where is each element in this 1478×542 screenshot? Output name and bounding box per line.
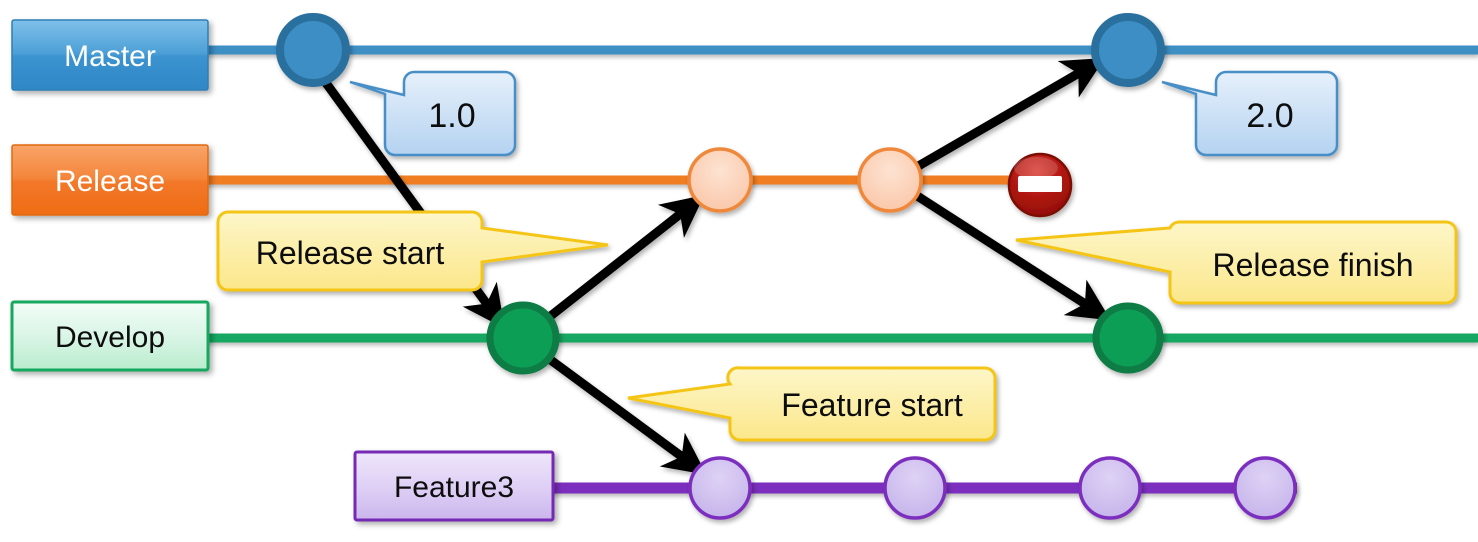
arrow-develop-to-release: [545, 194, 705, 322]
branch-label-release[interactable]: Release: [11, 144, 209, 216]
callout-feature-start-shape: [627, 366, 997, 442]
branch-label-feature3[interactable]: Feature3: [353, 450, 555, 522]
master-label-text: Master: [64, 40, 156, 73]
master-commit-node-1[interactable]: [276, 13, 350, 87]
feature3-label-box: [353, 450, 555, 522]
release-branch-deleted-icon[interactable]: [1007, 152, 1073, 218]
branch-label-master[interactable]: Master: [11, 19, 209, 91]
feature-commit-node-3[interactable]: [1078, 456, 1142, 520]
master-label-box: [11, 19, 209, 91]
callout-release-finish[interactable]: Release finish: [1015, 220, 1458, 305]
release-label-box: [11, 144, 209, 216]
feature-commit-node-2[interactable]: [883, 456, 947, 520]
develop-commit-node-2[interactable]: [1092, 302, 1164, 374]
callout-feature-start[interactable]: Feature start: [627, 366, 997, 442]
callout-release-finish-text: Release finish: [1213, 247, 1414, 283]
feature-commit-node-1[interactable]: [688, 456, 752, 520]
callout-tag-2-0[interactable]: 2.0: [1161, 70, 1339, 157]
callout-tag-1-0-shape: [349, 70, 517, 157]
develop-label-box: [10, 300, 210, 372]
branch-label-develop[interactable]: Develop: [10, 300, 210, 372]
callout-tag-1-0[interactable]: 1.0: [349, 70, 517, 157]
callout-release-finish-shape: [1015, 220, 1458, 305]
feature3-label-text: Feature3: [394, 471, 514, 504]
master-commit-node-2[interactable]: [1091, 13, 1165, 87]
arrow-develop-to-feature: [545, 354, 707, 475]
callout-release-start-text: Release start: [256, 235, 445, 271]
develop-label-text: Develop: [55, 321, 165, 354]
callout-release-start[interactable]: Release start: [216, 210, 609, 292]
arrow-release-to-develop: [905, 186, 1111, 321]
release-label-text: Release: [55, 165, 165, 198]
callout-release-start-shape: [216, 210, 609, 292]
release-commit-node-1[interactable]: [687, 147, 753, 213]
release-commit-node-2[interactable]: [857, 147, 923, 213]
arrow-release-to-master: [905, 57, 1106, 176]
develop-commit-node-1[interactable]: [486, 301, 560, 375]
feature-commit-node-4[interactable]: [1233, 456, 1297, 520]
callout-tag-1-0-text: 1.0: [428, 97, 475, 135]
callout-feature-start-text: Feature start: [781, 387, 963, 423]
lane-label-boxes: Master Release Develop Feature3: [10, 19, 555, 522]
commit-nodes: [276, 13, 1297, 520]
callout-tag-2-0-shape: [1161, 70, 1339, 157]
callout-tag-2-0-text: 2.0: [1246, 97, 1293, 135]
